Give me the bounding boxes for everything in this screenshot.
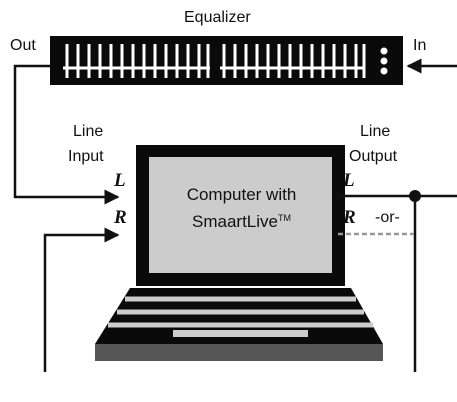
line-output-label-2: Output <box>349 148 398 165</box>
line-input-label-2: Input <box>68 148 104 165</box>
in-label: In <box>413 37 427 54</box>
laptop-keyboard <box>95 288 383 344</box>
line-output-r-label: R <box>343 207 356 228</box>
or-label: -or- <box>375 209 400 226</box>
line-output-l-label: L <box>343 170 355 191</box>
equalizer-unit <box>50 36 403 85</box>
screen-text-line-1: Computer with <box>186 185 297 204</box>
eq-faders-right <box>220 44 366 78</box>
line-input-r-label: R <box>114 207 127 228</box>
trademark-symbol: TM <box>277 213 291 223</box>
reference-to-line-input-r <box>43 227 120 372</box>
screen-product-name: SmaartLive <box>192 212 278 231</box>
screen-text-line-2: SmaartLiveTM <box>150 213 333 230</box>
eq-indicator-dots <box>380 47 388 75</box>
laptop <box>95 145 383 361</box>
line-input-l-label: L <box>114 170 126 191</box>
equalizer-label: Equalizer <box>184 9 251 26</box>
eq-faders-left <box>63 44 210 78</box>
laptop-screen <box>149 157 332 273</box>
laptop-base <box>95 344 383 361</box>
line-output-label-1: Line <box>360 123 391 140</box>
eq-output-to-line-input-l <box>13 64 120 205</box>
out-label: Out <box>10 37 36 54</box>
line-input-label-1: Line <box>73 123 104 140</box>
laptop-touchpad <box>173 330 308 337</box>
